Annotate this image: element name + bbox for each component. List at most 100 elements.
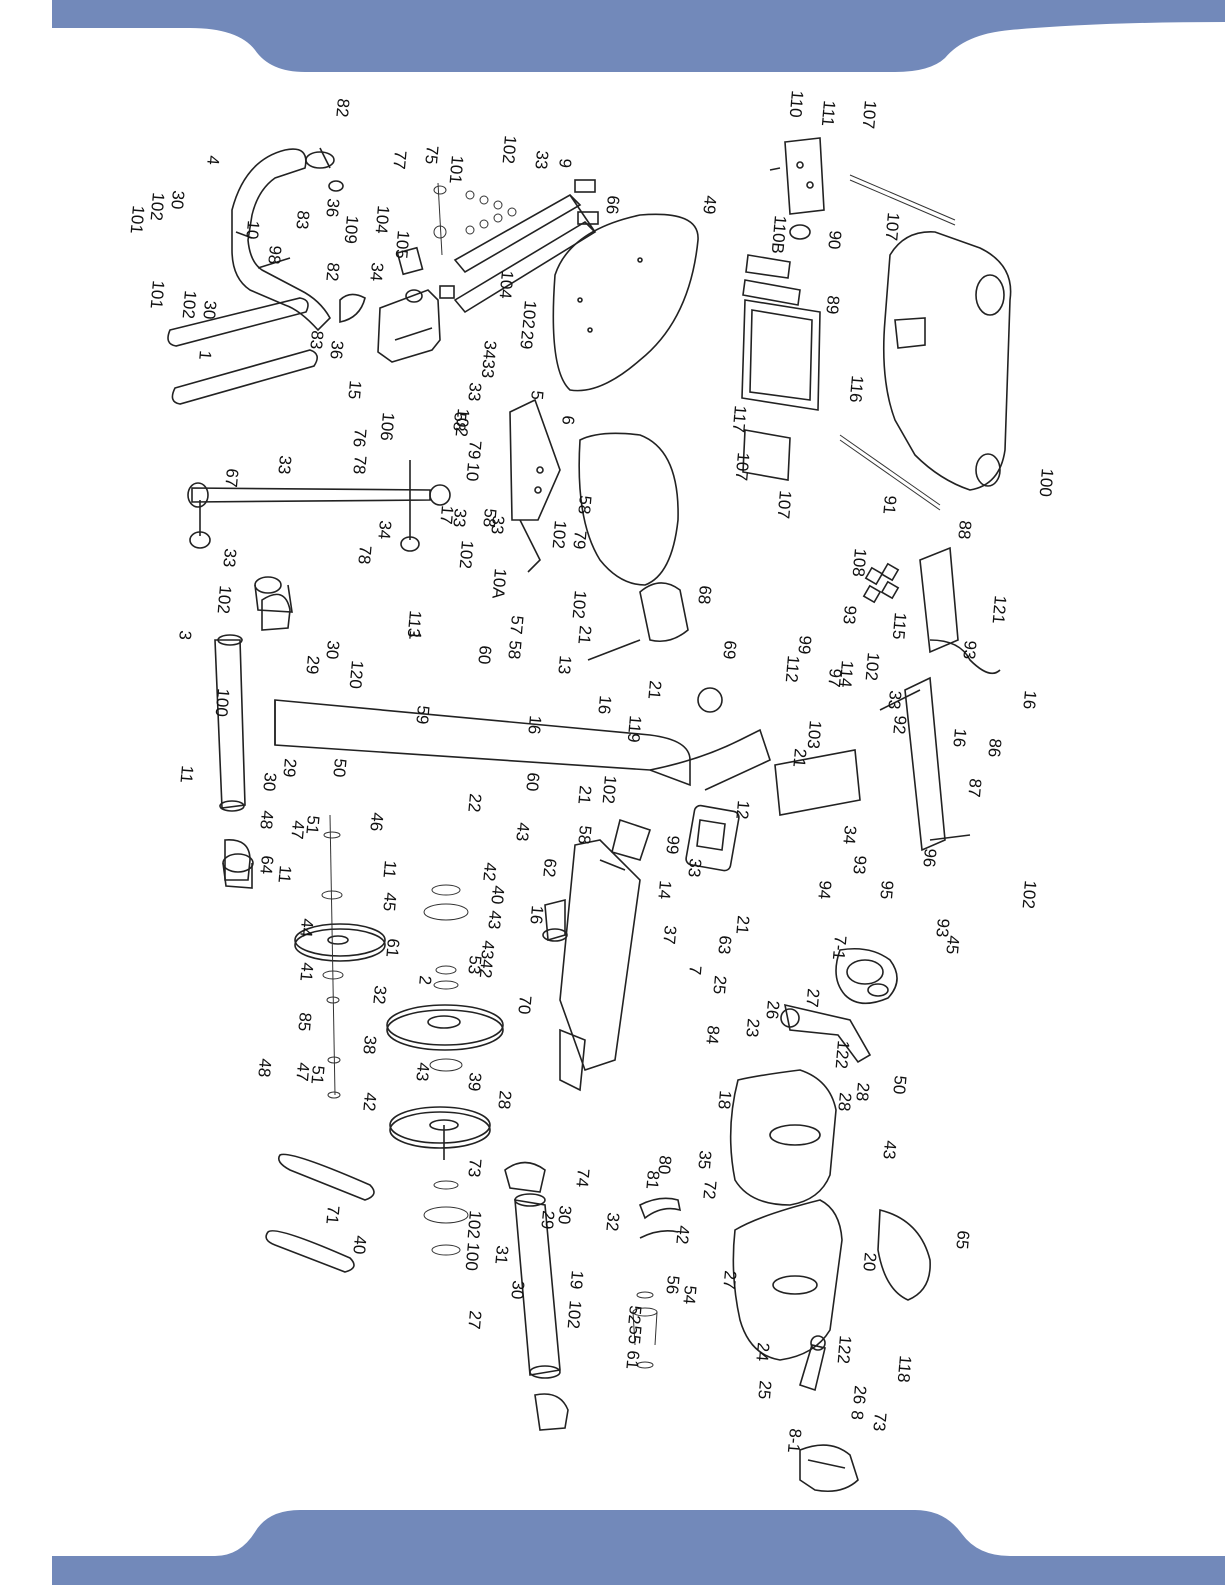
part-label: 30 bbox=[199, 300, 220, 321]
part-label: 122 bbox=[834, 1335, 855, 1365]
part-label: 27 bbox=[802, 988, 823, 1009]
part-label: 62 bbox=[539, 858, 560, 879]
part-label: 61 bbox=[622, 1350, 643, 1371]
part-label: 3433 bbox=[478, 340, 500, 379]
part-label: 93 bbox=[959, 640, 980, 661]
front-post bbox=[559, 818, 652, 1092]
part-label: 36 bbox=[326, 340, 347, 361]
part-label: 16 bbox=[594, 695, 615, 716]
part-label: 43 bbox=[879, 1140, 900, 1161]
part-label: 27 bbox=[464, 1310, 485, 1331]
part-label: 117 bbox=[729, 405, 750, 434]
part-label: 30 bbox=[259, 772, 280, 793]
part-label: 122 bbox=[832, 1040, 853, 1070]
part-label: 47 bbox=[292, 1062, 313, 1083]
part-labels: 82 77 4 30 102 101 10 36 83 98 75 101 10… bbox=[127, 90, 1057, 1454]
part-label: 33 bbox=[487, 515, 508, 536]
part-label: 31 bbox=[491, 1245, 512, 1266]
part-label: 102 bbox=[456, 540, 477, 570]
part-label: 46 bbox=[366, 812, 387, 833]
part-label: 83 bbox=[306, 330, 327, 351]
part-label: 51 bbox=[307, 1065, 328, 1086]
part-label: 32 bbox=[602, 1212, 623, 1233]
part-label: 47 bbox=[287, 820, 308, 841]
tension-knob-14 bbox=[542, 898, 568, 942]
part-label: 33 bbox=[531, 150, 552, 171]
part-label: 73 bbox=[869, 1412, 890, 1433]
part-label: 16 bbox=[1019, 690, 1040, 711]
part-label: 110 bbox=[786, 90, 807, 119]
part-label: 32 bbox=[369, 985, 390, 1006]
part-label: 64 bbox=[256, 855, 277, 876]
part-label: 15 bbox=[344, 380, 365, 401]
part-label: 56 bbox=[662, 1275, 683, 1296]
part-label: 83 bbox=[292, 210, 313, 231]
part-label: 36 bbox=[322, 198, 343, 219]
part-label: 100 bbox=[462, 1242, 483, 1272]
seat-post-crossbar bbox=[187, 460, 451, 552]
part-label: 75 bbox=[421, 145, 442, 166]
part-label: 106 bbox=[377, 412, 398, 442]
part-label: 22 bbox=[464, 793, 485, 814]
part-label: 97 bbox=[824, 668, 845, 689]
crank-tube bbox=[504, 1161, 569, 1431]
part-label: 102 bbox=[862, 652, 883, 682]
slide-plate-87 bbox=[774, 749, 861, 816]
part-label: 107 bbox=[774, 490, 795, 520]
part-label: 7 bbox=[685, 965, 705, 976]
part-label: 4342 bbox=[476, 940, 498, 979]
footer-band bbox=[52, 1510, 1225, 1585]
part-label: 102 bbox=[549, 520, 570, 550]
part-label: 82 bbox=[322, 262, 343, 283]
part-label: 98 bbox=[264, 245, 285, 266]
part-label: 51 bbox=[302, 815, 323, 836]
part-label: 29 bbox=[537, 1210, 558, 1231]
part-label: 55 bbox=[624, 1325, 645, 1346]
part-label: 76 bbox=[349, 428, 370, 449]
part-label: 30 bbox=[167, 190, 188, 211]
part-label: 27 bbox=[719, 1270, 740, 1291]
part-label: 42 bbox=[672, 1225, 693, 1246]
part-label: 50 bbox=[329, 758, 350, 779]
part-label: 33 bbox=[464, 382, 485, 403]
part-label: 65 bbox=[952, 1230, 973, 1251]
crank-arm-lower bbox=[799, 1335, 826, 1392]
seat-slider-bar bbox=[685, 804, 740, 872]
part-label: 102 bbox=[1019, 880, 1040, 910]
part-label: 38 bbox=[359, 1035, 380, 1056]
part-label: 52 bbox=[624, 1305, 645, 1326]
part-label: 60 bbox=[474, 645, 495, 666]
part-label: 85 bbox=[294, 1012, 315, 1033]
part-label: 96 bbox=[919, 848, 940, 869]
part-label: 103 bbox=[804, 720, 825, 750]
part-label: 49 bbox=[699, 195, 720, 216]
console-shroud bbox=[882, 231, 1012, 491]
part-label: 92 bbox=[889, 715, 910, 736]
part-label: 35 bbox=[694, 1150, 715, 1171]
part-label: 120 bbox=[346, 660, 367, 690]
part-label: 100 bbox=[212, 688, 233, 718]
part-label: 8-1 bbox=[784, 1428, 805, 1454]
part-label: 26 bbox=[762, 1000, 783, 1021]
part-label: 7-1 bbox=[829, 935, 850, 961]
part-label: 48 bbox=[254, 1058, 275, 1079]
part-label: 112 bbox=[782, 655, 803, 684]
part-label: 102 bbox=[464, 1210, 485, 1240]
part-label: 102 bbox=[452, 408, 473, 438]
part-label: 33 bbox=[449, 508, 470, 529]
part-label: 50 bbox=[889, 1075, 910, 1096]
part-label: 66 bbox=[602, 195, 623, 216]
part-label: 79 bbox=[464, 440, 485, 461]
part-label: 10 bbox=[242, 220, 263, 241]
part-label: 33 bbox=[684, 858, 705, 879]
flywheel-cover-7 bbox=[835, 947, 898, 1005]
part-label: 21 bbox=[789, 748, 810, 769]
part-label: 25 bbox=[754, 1380, 775, 1401]
part-label: 21 bbox=[644, 680, 665, 701]
part-label: 12 bbox=[732, 800, 753, 821]
part-label: 89 bbox=[822, 295, 843, 316]
part-label: 24 bbox=[752, 1342, 773, 1363]
part-label: 74 bbox=[572, 1168, 593, 1189]
part-label: 58 bbox=[479, 508, 500, 529]
pedal-7-1 bbox=[867, 983, 889, 997]
